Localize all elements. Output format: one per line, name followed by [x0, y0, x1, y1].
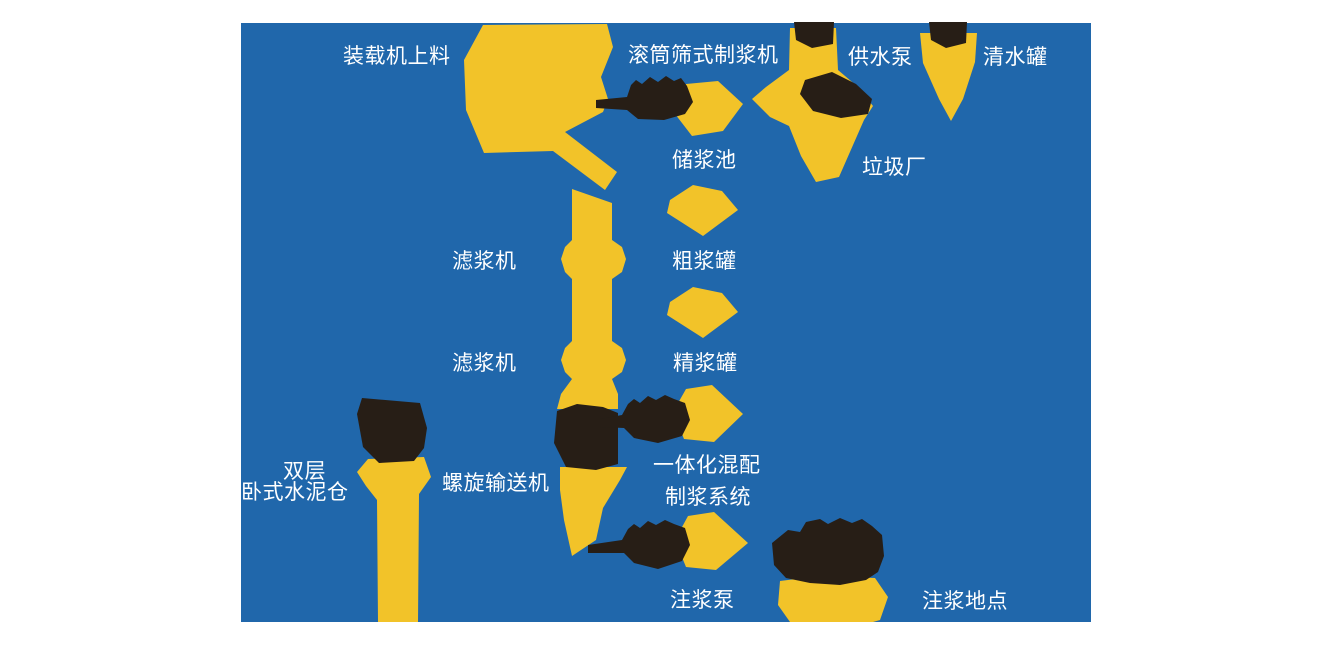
water-pump-icon	[929, 22, 967, 48]
label-coarse-slurry-tank: 粗浆罐	[672, 250, 737, 273]
loader-spray-icon	[596, 76, 693, 120]
label-cement-silo-line2: 卧式水泥仓	[241, 481, 349, 504]
label-fine-slurry-tank: 精浆罐	[673, 352, 738, 375]
label-filter-press-lower: 滤浆机	[452, 352, 517, 375]
label-loader-feeding: 装载机上料	[343, 45, 451, 68]
equipment-dark-shapes	[357, 22, 967, 585]
slurry-pool-icon	[667, 185, 738, 236]
cement-silo-column-icon	[357, 457, 431, 622]
conveyor-outlet-icon	[560, 467, 627, 556]
cement-silo-hopper-icon	[357, 398, 427, 463]
grouting-pump-arrow-icon	[675, 512, 748, 570]
label-slurry-storage-pool: 储浆池	[672, 149, 737, 172]
label-filter-press-upper: 滤浆机	[452, 250, 517, 273]
label-grouting-pump: 注浆泵	[670, 589, 735, 612]
label-drum-screen-pulper: 滚筒筛式制浆机	[628, 44, 779, 67]
mixer-inlet-arrow-icon	[673, 385, 743, 442]
label-integrated-mixing-line1: 一体化混配	[653, 454, 761, 477]
label-integrated-mixing-line2: 制浆系统	[665, 486, 751, 509]
fine-slurry-pool-icon	[667, 287, 738, 338]
label-water-supply-pump: 供水泵	[848, 46, 913, 69]
mixer-spray-icon	[600, 395, 690, 443]
label-garbage-plant: 垃圾厂	[862, 156, 927, 179]
garbage-plant-drum-icon	[800, 72, 872, 118]
loader-icon	[464, 24, 617, 190]
label-grouting-site: 注浆地点	[922, 590, 1008, 613]
grouting-site-machine-icon	[772, 518, 884, 585]
label-screw-conveyor: 螺旋输送机	[442, 472, 550, 495]
grouting-pump-spray-icon	[588, 520, 690, 569]
garbage-plant-hopper-icon	[794, 22, 834, 48]
grouting-site-base-icon	[778, 576, 888, 622]
filter-press-column-icon	[557, 189, 626, 409]
conveyor-motor-icon	[554, 404, 618, 470]
clean-water-tank-icon	[920, 33, 977, 121]
label-clean-water-tank: 清水罐	[983, 46, 1048, 69]
label-cement-silo-line1: 双层	[283, 460, 326, 483]
